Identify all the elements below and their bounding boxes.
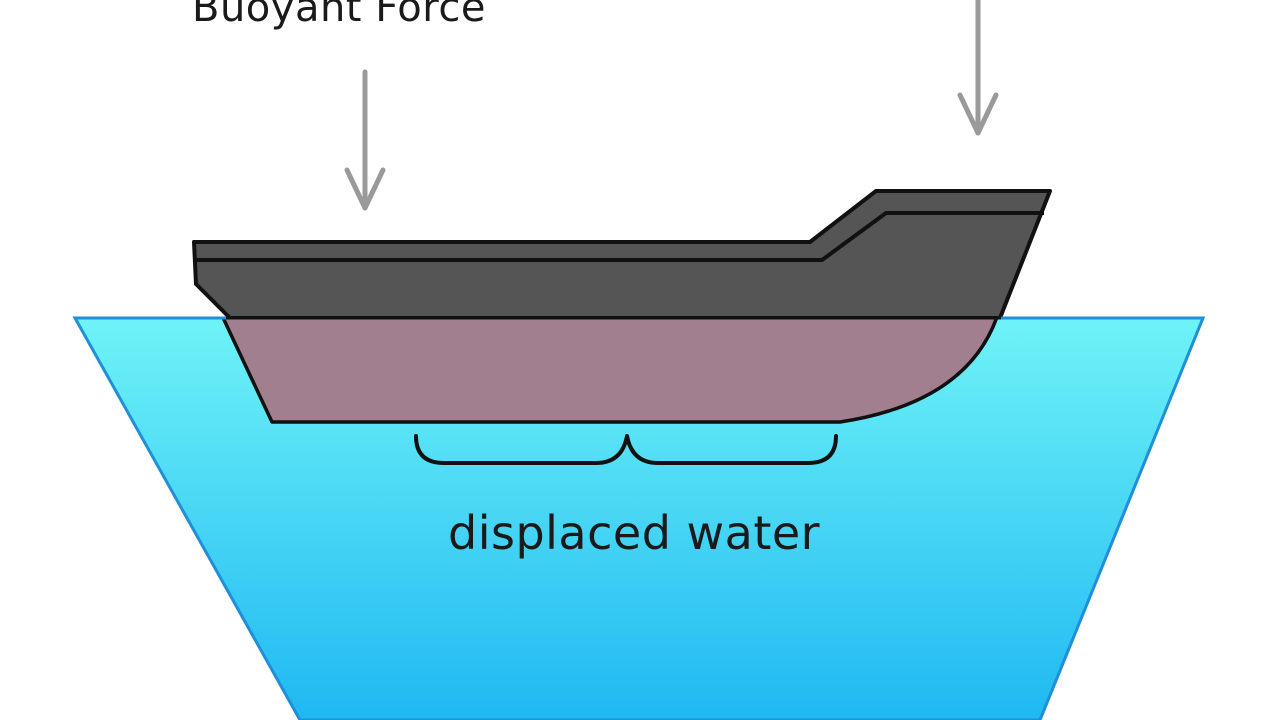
buoyant-force-label: Buoyant Force: [192, 0, 486, 31]
down-arrow-icon: [344, 69, 386, 211]
curly-brace-icon: [414, 434, 838, 465]
hull-submerged: [221, 318, 999, 424]
displaced-water-label: displaced water: [448, 506, 821, 560]
down-arrow-icon: [957, 0, 999, 136]
deck-line: [196, 211, 1044, 262]
hull-above-water: [192, 189, 1052, 318]
